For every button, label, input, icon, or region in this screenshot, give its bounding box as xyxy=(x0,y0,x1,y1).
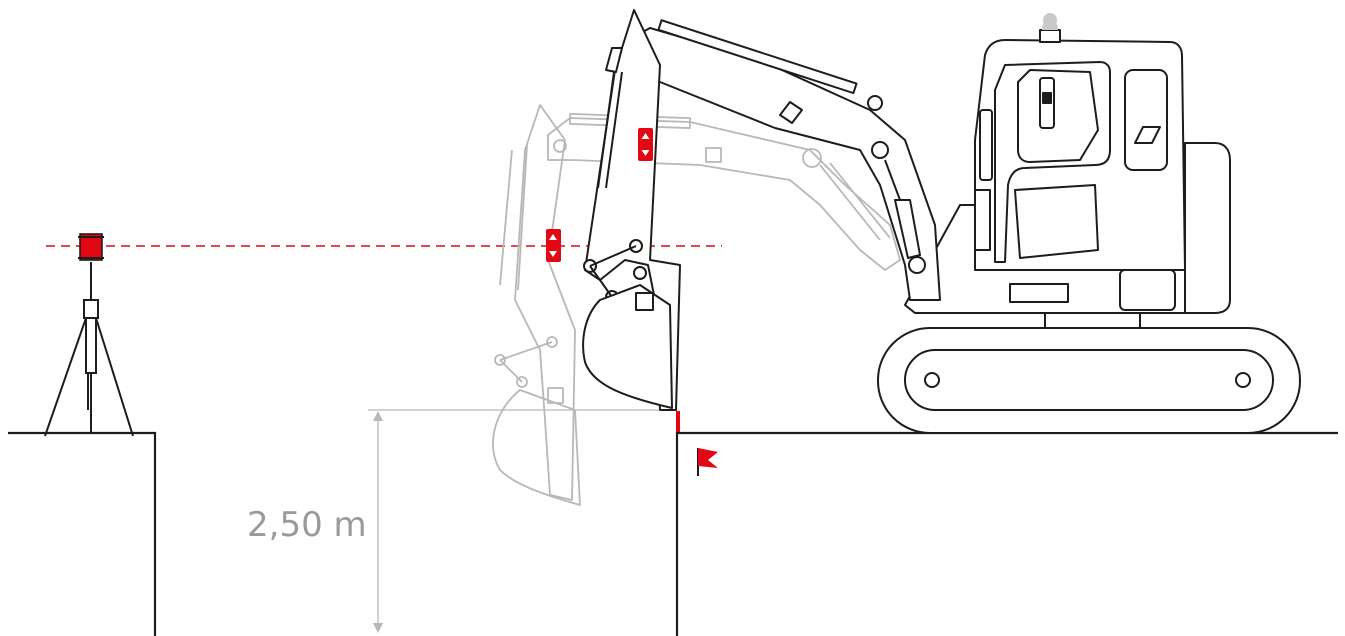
track-assembly xyxy=(877,327,1301,434)
depth-dimension-label: 2,50 m xyxy=(247,505,367,545)
depth-dimension xyxy=(368,409,677,633)
bucket xyxy=(582,284,673,409)
ghost-arm xyxy=(492,104,901,506)
rotating-laser-icon xyxy=(78,233,104,261)
right-ground xyxy=(675,431,1338,636)
flag-icon xyxy=(697,448,718,476)
beacon-icon xyxy=(1043,13,1057,27)
boom xyxy=(627,27,941,301)
cab xyxy=(974,39,1186,271)
ghost-laser-receiver-icon xyxy=(546,229,561,262)
tripod-icon xyxy=(44,262,134,437)
ground-profile xyxy=(8,431,1338,636)
excavator-icon xyxy=(582,9,1301,434)
left-ground xyxy=(8,431,157,636)
laser-receiver-icon xyxy=(638,128,653,161)
